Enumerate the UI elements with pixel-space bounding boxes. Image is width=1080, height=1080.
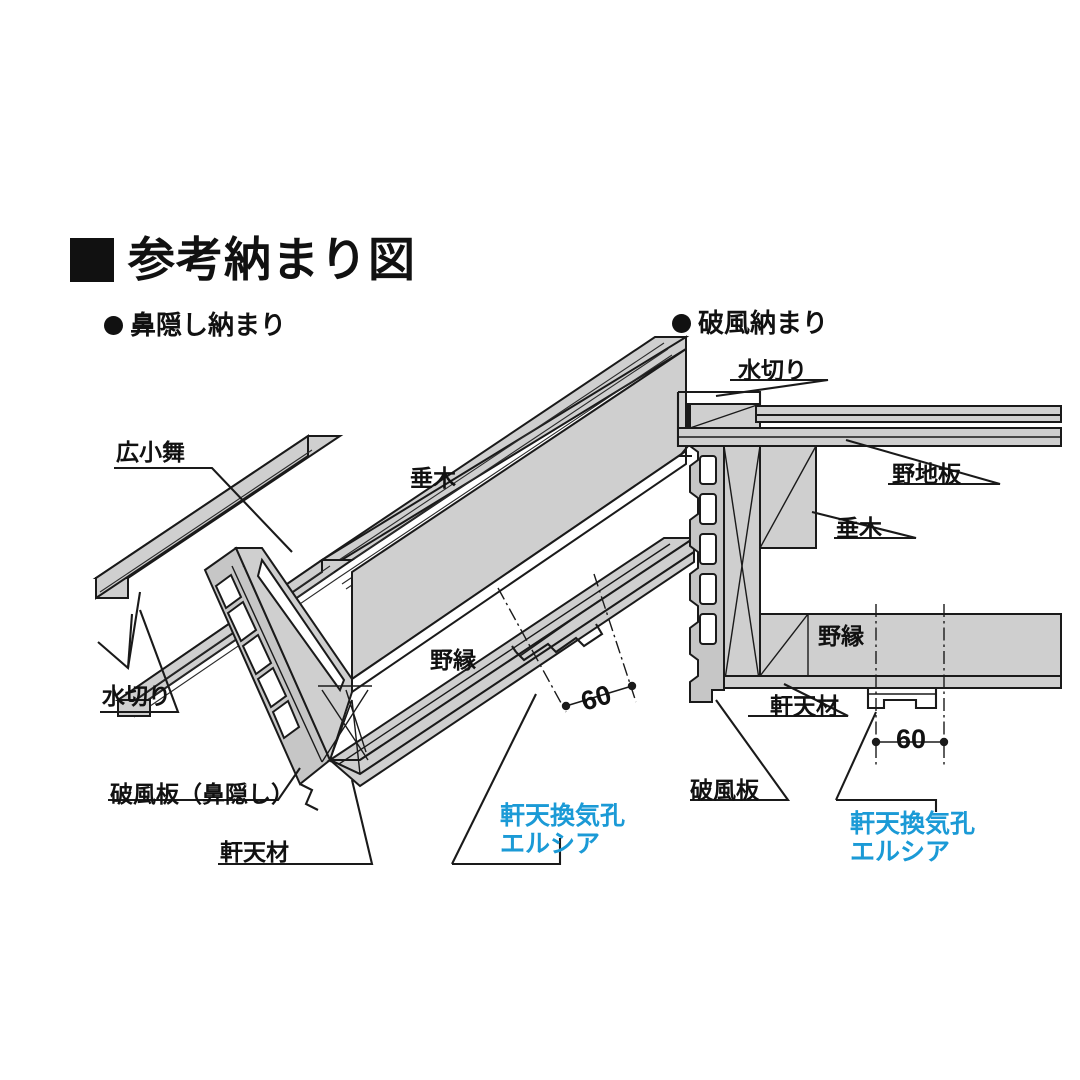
label-hafuita-left: 破風板（鼻隠し） <box>110 781 294 807</box>
label-nonuchi-left: 野縁 <box>430 647 476 673</box>
drip-edge-flashing <box>97 591 142 671</box>
label-mizukiri-left: 水切り <box>102 683 171 709</box>
soffit-vent-profile <box>511 599 604 662</box>
filled-circle-icon <box>104 315 123 335</box>
soffit-joint-hatching <box>318 685 372 763</box>
label-hirokomai-left: 広小舞 <box>116 439 185 465</box>
dimension-60-left <box>497 573 637 713</box>
roof-sheathing-right <box>677 405 1062 447</box>
filled-square-icon <box>70 237 114 282</box>
filled-circle-icon <box>672 313 691 333</box>
label-nonuchi-right: 野縁 <box>818 623 864 649</box>
label-hafuita-right: 破風板 <box>690 777 759 803</box>
label-nokitenzai-right: 軒天材 <box>770 693 839 719</box>
callout-vent-right: 軒天換気孔 エルシア <box>850 810 975 866</box>
page-title-text: 参考納まり図 <box>128 233 416 286</box>
dimension-60-right <box>871 604 949 768</box>
ceiling-joist-right <box>759 613 1062 677</box>
label-mizukiri-right: 水切り <box>738 357 807 383</box>
section-heading-left: 鼻隠し納まり <box>104 312 286 338</box>
dimension-value-right: 60 <box>896 724 927 754</box>
fascia-board-right <box>687 445 725 703</box>
section-heading-right-text: 破風納まり <box>698 308 829 338</box>
label-nojiita-right: 野地板 <box>892 461 961 487</box>
label-taruki-left: 垂木 <box>410 465 456 491</box>
section-heading-right: 破風納まり <box>672 310 828 336</box>
rafter-end-right <box>723 445 761 687</box>
fascia-board-profile <box>203 546 332 811</box>
callout-vent-left-line2: エルシア <box>500 830 601 858</box>
fascia-backing-plane <box>234 547 353 763</box>
callout-vent-right-line2: エルシア <box>850 838 951 866</box>
label-nokitenzai-left: 軒天材 <box>220 839 289 865</box>
label-leaders-right <box>690 378 1001 812</box>
callout-vent-left: 軒天換気孔 エルシア <box>500 802 625 858</box>
rafter-block-right <box>759 445 817 549</box>
label-leaders-left <box>100 466 562 866</box>
label-taruki-right: 垂木 <box>836 515 882 541</box>
cap-block-right <box>689 403 761 429</box>
callout-vent-right-line1: 軒天換気孔 <box>850 810 976 838</box>
page-title: 参考納まり図 <box>70 236 416 283</box>
callout-vent-left-line1: 軒天換気孔 <box>500 802 626 830</box>
soffit-panel-right <box>723 675 1062 689</box>
soffit-panel <box>329 550 695 788</box>
soffit-vent-profile-right <box>866 688 938 710</box>
section-heading-left-text: 鼻隠し納まり <box>130 310 287 340</box>
